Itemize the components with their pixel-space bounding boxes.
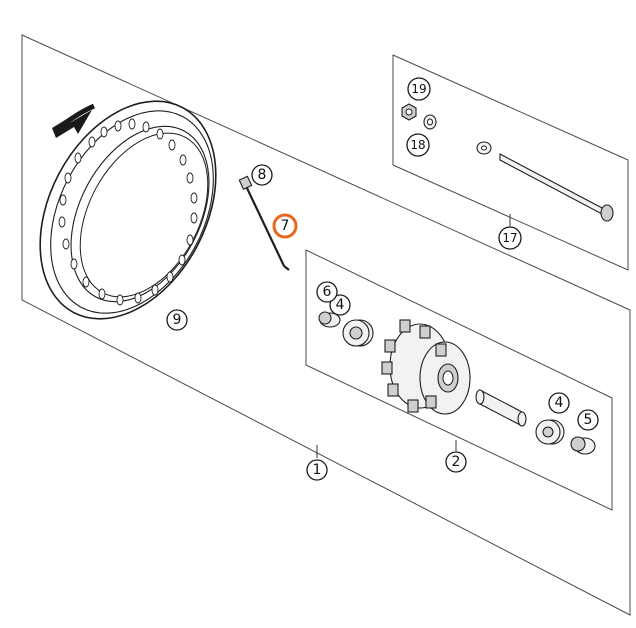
assembly-frame-1 [21, 34, 631, 616]
svg-text:7: 7 [281, 218, 290, 234]
wheel-hub [381, 319, 471, 415]
hub-sleeve [475, 389, 527, 427]
bearing-right [535, 419, 565, 445]
callout-9: 9 [166, 309, 188, 331]
callout-1: 1 [306, 459, 328, 481]
axle-frame [392, 54, 629, 271]
rotation-direction-arrow-icon [52, 103, 96, 138]
svg-text:4: 4 [336, 297, 345, 313]
svg-text:17: 17 [502, 231, 517, 245]
callout-4-right: 4 [548, 392, 570, 414]
axle-nut [401, 103, 417, 121]
callout-19: 19 [407, 77, 431, 101]
callout-8: 8 [251, 164, 273, 186]
svg-text:8: 8 [258, 167, 267, 183]
svg-text:5: 5 [584, 412, 593, 428]
svg-text:19: 19 [411, 82, 426, 96]
spacer-6 [318, 311, 341, 328]
callout-17: 17 [498, 226, 522, 250]
svg-text:18: 18 [410, 138, 425, 152]
svg-text:1: 1 [313, 462, 322, 478]
callout-7-highlighted[interactable]: 7 [272, 213, 298, 239]
wheel-rim [39, 100, 217, 320]
callout-5: 5 [577, 409, 599, 431]
bearing-left [342, 319, 374, 347]
callout-18: 18 [406, 133, 430, 157]
svg-text:4: 4 [555, 395, 564, 411]
callout-6: 6 [316, 281, 338, 303]
callout-2: 2 [445, 451, 467, 473]
svg-text:9: 9 [173, 312, 182, 328]
hub-frame-2 [305, 249, 613, 511]
svg-text:2: 2 [452, 454, 461, 470]
callout-4-left: 4 [329, 294, 351, 316]
spoke-with-nipple [238, 175, 290, 271]
axle-17 [476, 141, 614, 222]
svg-text:6: 6 [323, 284, 332, 300]
spacer-5 [570, 436, 596, 455]
washer-18 [423, 114, 437, 130]
